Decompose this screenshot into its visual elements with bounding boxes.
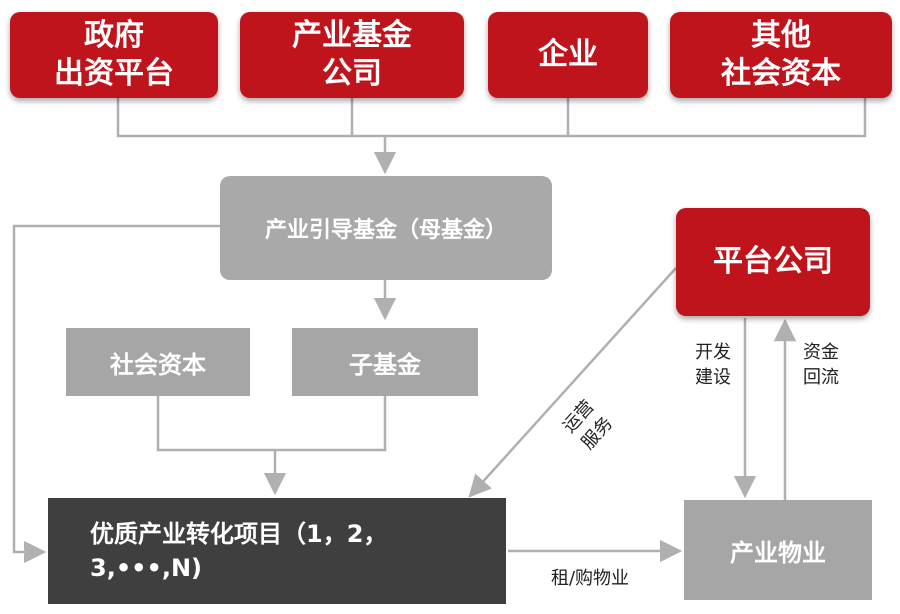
guide-fund-label: 产业引导基金（母基金）: [264, 218, 507, 243]
social-capital-box: 社会资本: [66, 328, 250, 396]
arrow-ops-service: [468, 267, 677, 498]
fund-return-label: 资金 回流: [803, 342, 839, 388]
gov-funding-platform-box: 政府 出资平台: [10, 12, 218, 98]
quality-projects-label: 优质产业转化项目（1，2， 3,•••,N): [90, 520, 388, 582]
enterprise-box: 企业: [488, 12, 648, 98]
industry-fund-company-box: 产业基金 公司: [240, 12, 464, 98]
gov-funding-platform-label: 政府 出资平台: [54, 18, 174, 91]
enterprise-label: 企业: [538, 37, 598, 72]
quality-projects-box: 优质产业转化项目（1，2， 3,•••,N): [48, 498, 506, 604]
platform-company-label: 平台公司: [713, 244, 833, 279]
sub-fund-box: 子基金: [292, 328, 478, 396]
develop-build-label: 开发 建设: [695, 342, 731, 388]
guide-fund-box: 产业引导基金（母基金）: [220, 176, 552, 280]
social-capital-label: 社会资本: [110, 350, 206, 379]
industrial-property-label: 产业物业: [730, 538, 826, 567]
platform-company-box: 平台公司: [676, 208, 870, 316]
top-merge-line: [116, 98, 867, 138]
other-social-capital-label: 其他 社会资本: [721, 18, 841, 91]
sub-fund-label: 子基金: [349, 350, 421, 379]
other-social-capital-box: 其他 社会资本: [670, 12, 892, 98]
merge-line-capital-subfund: [156, 396, 387, 452]
industrial-property-box: 产业物业: [684, 500, 872, 600]
industry-fund-company-label: 产业基金 公司: [292, 18, 412, 91]
arrow-guide-to-projects: [12, 224, 220, 564]
lease-purchase-label: 租/购物业: [550, 568, 630, 589]
